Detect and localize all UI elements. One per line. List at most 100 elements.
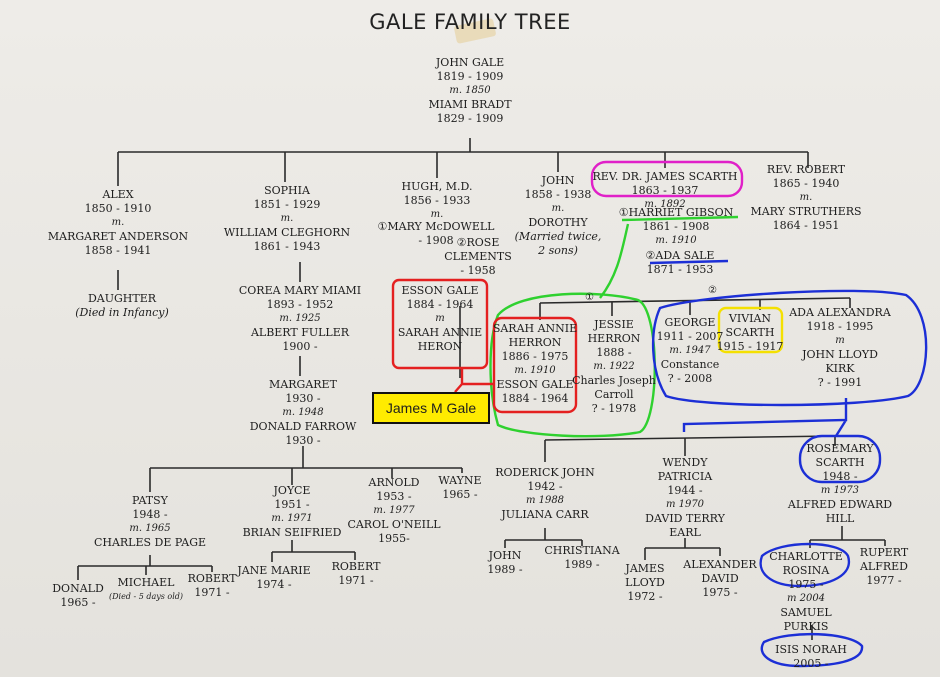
marriage: m. 1925	[279, 313, 321, 324]
name: JOHN	[541, 174, 575, 187]
name: ROSEMARY	[806, 442, 874, 455]
node-james-scarth: REV. DR. JAMES SCARTH 1863 - 1937 m. 189…	[592, 170, 737, 212]
name-2: ROSINA	[782, 564, 830, 577]
dates: 1884 - 1964	[406, 298, 474, 311]
name: ALEXANDER	[683, 558, 757, 571]
dates: 1948 -	[822, 470, 858, 483]
name-2: CLEMENTS	[444, 250, 512, 263]
name: WENDY	[662, 456, 708, 469]
spouse-2: HILL	[825, 512, 855, 525]
node-robert-seifried: ROBERT 1971 -	[332, 560, 381, 588]
spouse-2: HERON	[417, 340, 463, 353]
name: ARNOLD	[368, 476, 420, 489]
node-john: JOHN 1858 - 1938 m. DOROTHY (Married twi…	[515, 174, 602, 258]
blue-circle-charlotte	[759, 542, 851, 588]
name: ROBERT	[187, 572, 237, 585]
node-donald: DONALD 1965 -	[52, 582, 104, 610]
name: REV. DR. JAMES SCARTH	[592, 170, 738, 183]
name: HUGH, M.D.	[401, 180, 473, 193]
node-daughter: DAUGHTER (Died in Infancy)	[75, 292, 169, 320]
dates: 1863 - 1937	[631, 184, 699, 197]
note-2: 2 sons)	[538, 244, 578, 257]
green-underline	[621, 215, 739, 222]
note: (Died in Infancy)	[75, 306, 169, 319]
dates: 1989 -	[564, 558, 600, 571]
node-margaret: MARGARET 1930 - m. 1948 DONALD FARROW 19…	[250, 378, 357, 448]
marriage: m. 1892	[644, 199, 686, 210]
spouse: WILLIAM CLEGHORN	[223, 226, 351, 239]
annotations	[391, 160, 928, 668]
marriage: m.	[280, 213, 294, 224]
spouse: MIAMI BRADT	[428, 98, 512, 111]
node-john-gale: JOHN GALE 1819 - 1909 m. 1850 MIAMI BRAD…	[428, 56, 511, 126]
name: ALEX	[102, 188, 134, 201]
dates: 1977 -	[866, 574, 902, 587]
spouse-dates: 1861 - 1943	[253, 240, 321, 253]
dates: 1942 -	[527, 480, 563, 493]
note: (Married twice,	[514, 230, 602, 243]
name-2: LLOYD	[625, 576, 665, 589]
node-charlotte: CHARLOTTE ROSINA 1975 - m 2004 SAMUEL PU…	[769, 550, 842, 634]
blue-circle	[651, 289, 928, 407]
red-pointer	[454, 368, 494, 393]
spouse: ALBERT FULLER	[250, 326, 350, 339]
node-james-lloyd: JAMES LLOYD 1972 -	[625, 562, 665, 604]
node-sarah-annie: SARAH ANNIE HERRON 1886 - 1975 m. 1910 E…	[493, 322, 577, 406]
dates: - 1958	[460, 264, 496, 277]
node-rev-robert: REV. ROBERT 1865 - 1940 m. MARY STRUTHER…	[750, 163, 861, 233]
name-2: HERRON	[508, 336, 562, 349]
name: SOPHIA	[264, 184, 310, 197]
blue-connector	[682, 398, 848, 437]
dates: 1918 - 1995	[806, 320, 874, 333]
node-george: GEORGE 1911 - 2007 m. 1947 Constance ? -…	[657, 316, 724, 386]
dates: 1972 -	[627, 590, 663, 603]
spouse-2: Carroll	[594, 388, 634, 401]
spouse: ALFRED EDWARD	[787, 498, 893, 511]
name-2: HERRON	[587, 332, 641, 345]
marriage: m. 1910	[514, 365, 556, 376]
marriage: m. 1850	[449, 85, 491, 96]
node-rupert: RUPERT ALFRED 1977 -	[860, 546, 908, 588]
name: CHARLOTTE	[769, 550, 843, 563]
marriage: m.	[430, 209, 444, 220]
name-2: SCARTH	[815, 456, 865, 469]
marriage: m. 1971	[271, 513, 313, 524]
node-christiana: CHRISTIANA 1989 -	[544, 544, 619, 572]
spouse-dates: ? - 1991	[817, 376, 863, 389]
spouse: CAROL O'NEILL	[347, 518, 441, 531]
marriage: m.	[799, 192, 813, 203]
blue-circle-isis	[760, 632, 864, 668]
name: JANE MARIE	[237, 564, 311, 577]
name: DONALD	[52, 582, 104, 595]
spouse-dates: 1858 - 1941	[84, 244, 152, 257]
spouse-dates: ? - 2008	[667, 372, 713, 385]
node-harriet-gibson: ①HARRIET GIBSON 1861 - 1908 m. 1910	[619, 206, 734, 248]
name: ADA ALEXANDRA	[789, 306, 891, 319]
name: ①HARRIET GIBSON	[618, 206, 734, 219]
dates: 1888 -	[596, 346, 632, 359]
marriage: m 1973	[820, 485, 860, 496]
name-2: SCARTH	[725, 326, 775, 339]
blue-circle-rosemary	[798, 434, 882, 484]
name: JOHN GALE	[435, 56, 505, 69]
spouse-2: KIRK	[825, 362, 855, 375]
marriage: m 1970	[665, 499, 705, 510]
spouse: DONALD FARROW	[249, 420, 357, 433]
spouse-dates: 1930 -	[285, 434, 321, 447]
name: ②ADA SALE	[645, 249, 715, 262]
dates: 2005 -	[793, 657, 829, 670]
node-hugh: HUGH, M.D. 1856 - 1933 m.	[402, 180, 473, 222]
node-alex: ALEX 1850 - 1910 m. MARGARET ANDERSON 18…	[48, 188, 188, 258]
name: REV. ROBERT	[766, 163, 846, 176]
spouse: Constance	[660, 358, 720, 371]
spouse-dates: 1900 -	[282, 340, 318, 353]
node-corea: COREA MARY MIAMI 1893 - 1952 m. 1925 ALB…	[239, 284, 361, 354]
dates: 1886 - 1975	[501, 350, 569, 363]
dates: 1865 - 1940	[772, 177, 840, 190]
dates: 1858 - 1938	[524, 188, 592, 201]
marker-one: ①	[585, 292, 594, 303]
marriage: m.	[111, 217, 125, 228]
name: ①MARY McDOWELL	[377, 220, 495, 233]
